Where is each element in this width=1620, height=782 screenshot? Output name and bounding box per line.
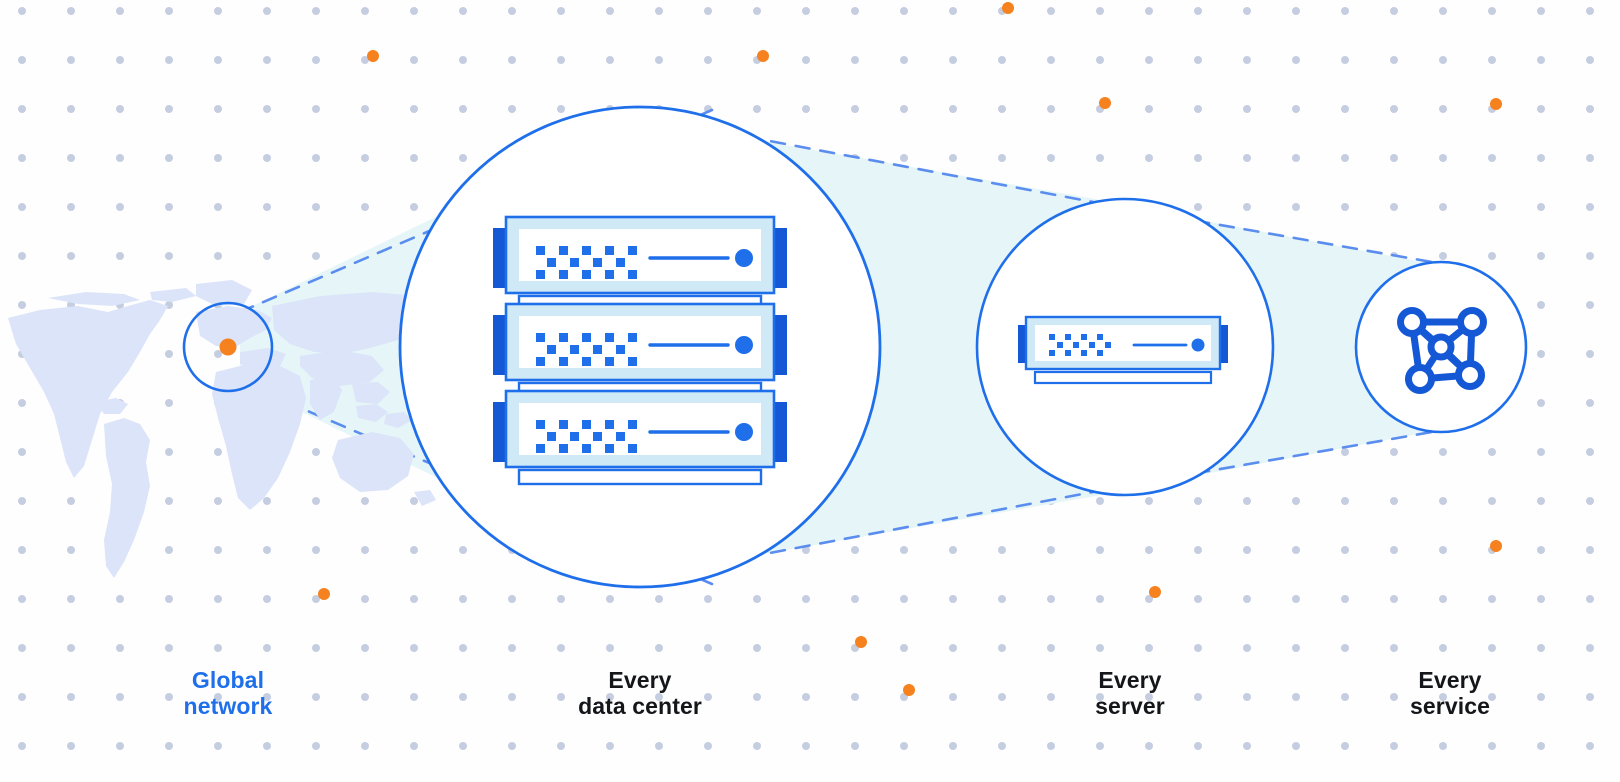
stage-label-service: Every service [1410,667,1490,719]
rack-unit-2 [493,302,787,399]
stage-label-global-network: Global network [183,667,273,719]
rack-unit-1 [493,215,787,312]
map-location-marker [219,338,237,356]
highlight-dots [318,2,1502,696]
rack-unit-3 [493,389,787,486]
world-map-icon [8,280,482,578]
network-graph-nodes [1397,307,1487,394]
map-focus-circle [182,301,274,393]
server-unit-icon [1018,315,1228,385]
dash-datacenter-top [720,130,1148,214]
dash-datacenter-bottom [720,480,1148,564]
stage-label-data-center: Every data center [578,667,702,719]
stage-label-server: Every server [1095,667,1165,719]
server-rack-icon [493,215,787,486]
